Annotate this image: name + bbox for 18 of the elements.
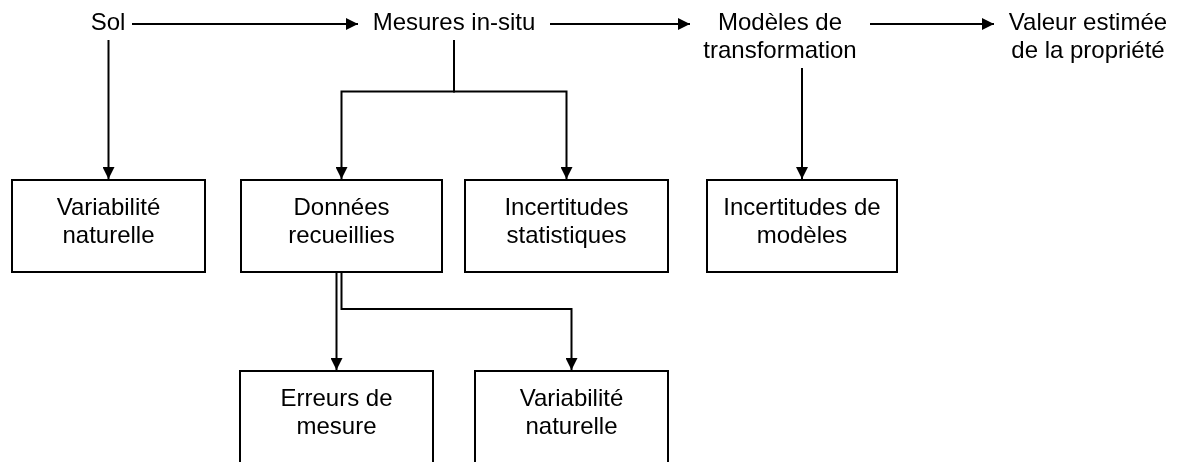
step-label: Modèles de transformation — [690, 8, 870, 68]
arrow — [453, 39, 573, 180]
step-label: Valeur estimée de la propriété — [994, 8, 1182, 68]
arrow — [330, 272, 343, 371]
process-box: Variabilité naturelle — [474, 370, 669, 462]
arrow — [549, 18, 691, 30]
step-label: Mesures in-situ — [358, 8, 550, 40]
process-box: Incertitudes statistiques — [464, 179, 669, 273]
process-box: Variabilité naturelle — [11, 179, 206, 273]
process-box: Données recueillies — [240, 179, 443, 273]
arrow — [131, 18, 359, 30]
arrow — [796, 67, 808, 180]
process-box: Erreurs de mesure — [239, 370, 434, 462]
step-label: Sol — [84, 8, 132, 40]
arrow — [340, 272, 578, 371]
arrow — [869, 18, 995, 30]
arrow — [102, 39, 115, 180]
process-box: Incertitudes de modèles — [706, 179, 898, 273]
